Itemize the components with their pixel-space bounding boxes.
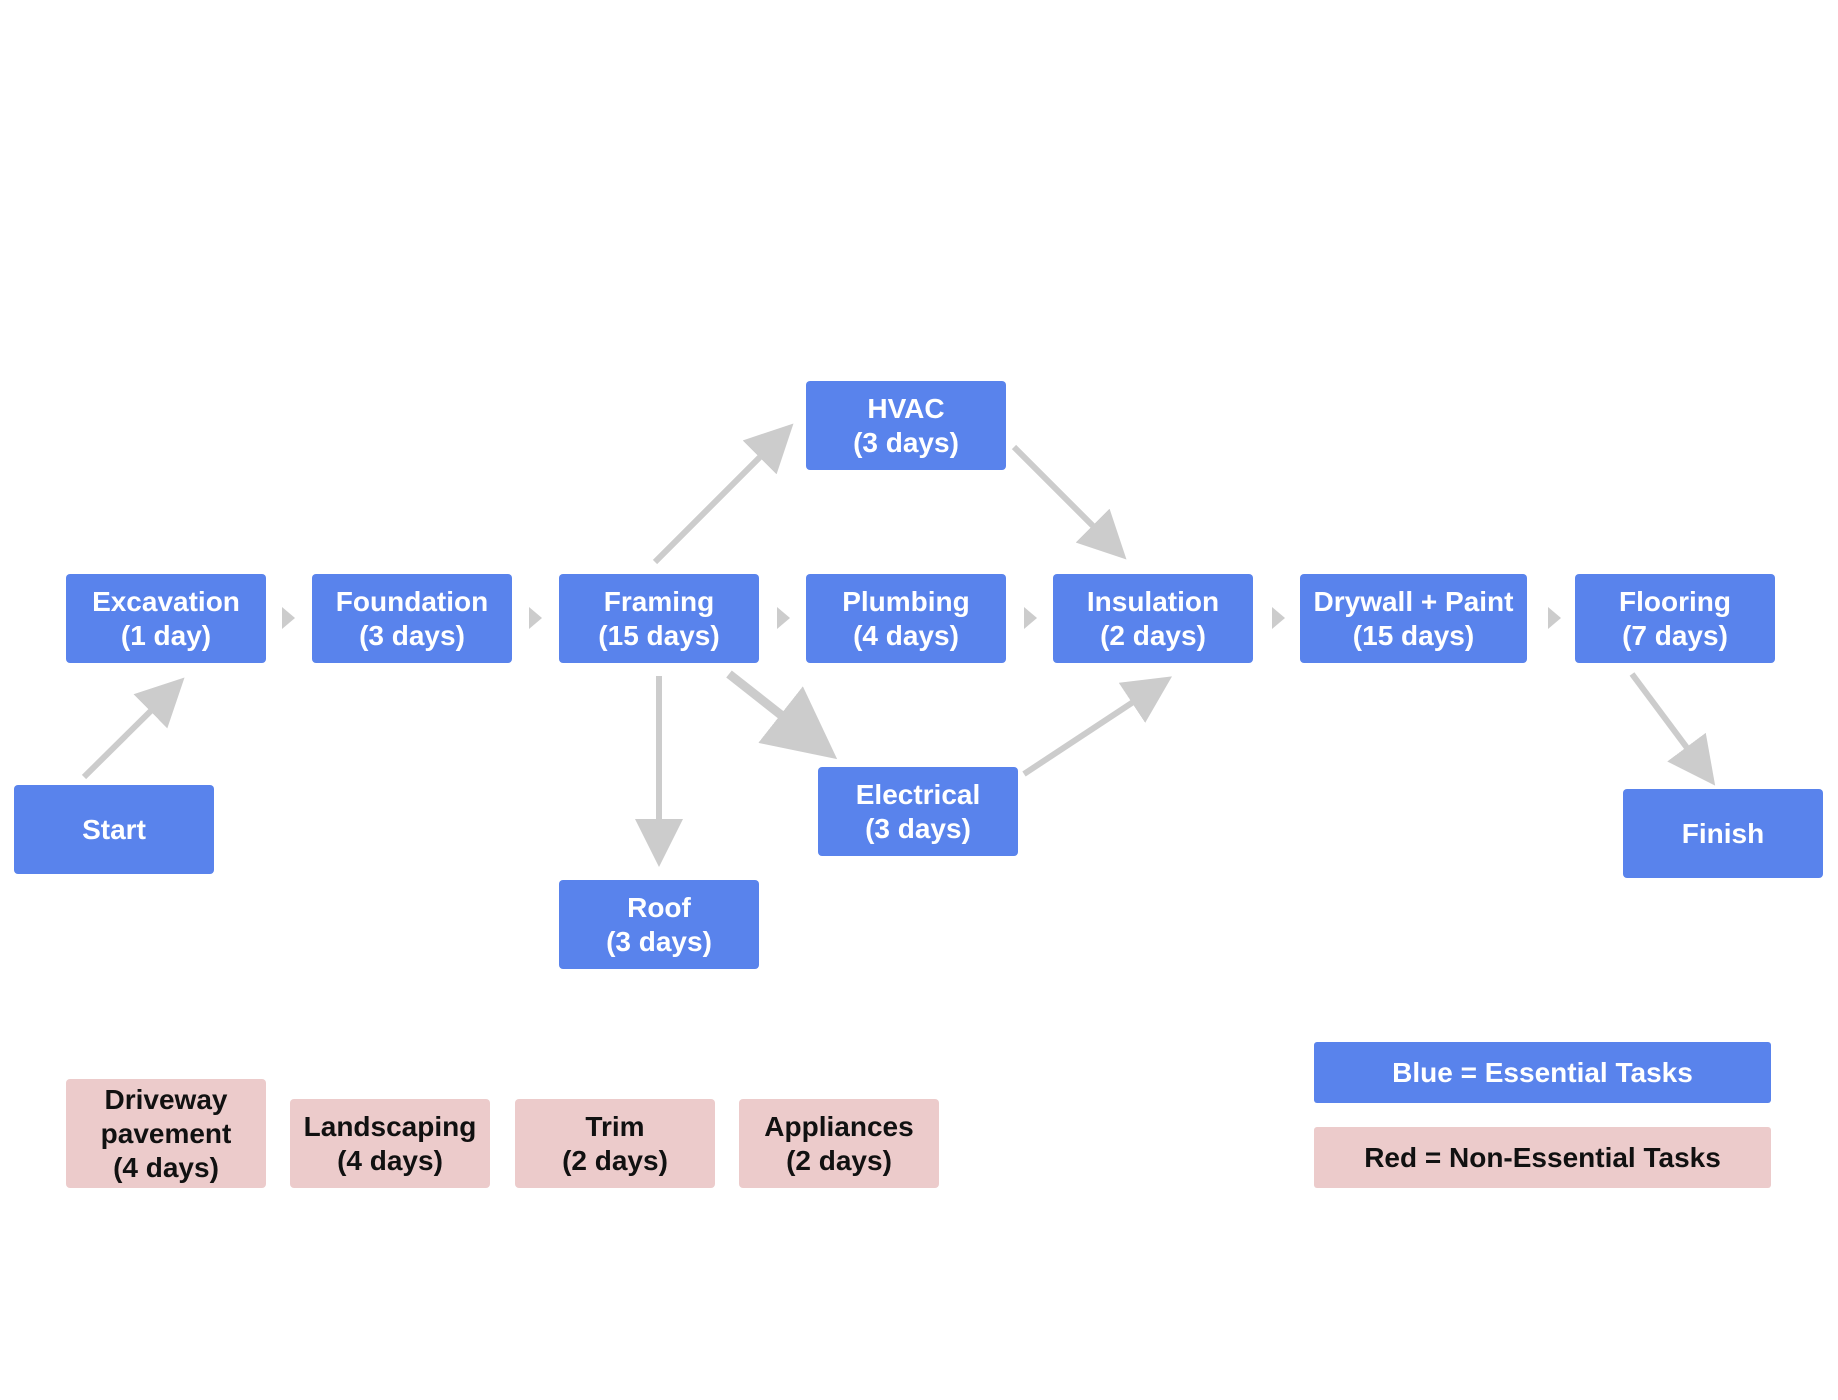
task-roof: Roof (3 days): [559, 880, 759, 969]
task-landscaping-duration: (4 days): [337, 1144, 443, 1176]
task-electrical-name: Electrical: [855, 778, 981, 810]
task-trim: Trim (2 days): [515, 1099, 715, 1188]
arrow-drywall-flooring: [1548, 607, 1561, 629]
task-hvac: HVAC (3 days): [806, 381, 1006, 470]
task-framing-name: Framing: [603, 585, 715, 617]
task-driveway-line1: Driveway: [104, 1083, 228, 1115]
task-insulation: Insulation (2 days): [1053, 574, 1253, 663]
task-foundation: Foundation (3 days): [312, 574, 512, 663]
task-plumbing-duration: (4 days): [853, 619, 959, 651]
task-trim-duration: (2 days): [562, 1144, 668, 1176]
task-drywall-paint: Drywall + Paint (15 days): [1300, 574, 1527, 663]
task-insulation-duration: (2 days): [1100, 619, 1206, 651]
arrow-start-excavation: [81, 677, 185, 780]
task-appliances-name: Appliances: [764, 1110, 914, 1142]
legend-essential-label: Blue = Essential Tasks: [1392, 1056, 1693, 1088]
task-foundation-name: Foundation: [335, 585, 489, 617]
task-landscaping-name: Landscaping: [303, 1110, 477, 1142]
task-roof-name: Roof: [627, 891, 691, 923]
task-roof-duration: (3 days): [606, 925, 712, 957]
task-excavation-duration: (1 day): [120, 619, 212, 651]
task-drywall-paint-name: Drywall + Paint: [1313, 585, 1514, 617]
arrow-excavation-foundation: [282, 607, 295, 629]
task-flooring-name: Flooring: [1619, 585, 1731, 617]
arrow-insulation-drywall: [1272, 607, 1285, 629]
task-foundation-duration: (3 days): [359, 619, 465, 651]
legend-non-essential: Red = Non-Essential Tasks: [1314, 1127, 1771, 1188]
legend-essential: Blue = Essential Tasks: [1314, 1042, 1771, 1103]
task-plumbing-name: Plumbing: [842, 585, 970, 617]
arrow-hvac-insulation: [1011, 444, 1127, 560]
node-start-label: Start: [82, 813, 146, 845]
task-flooring-duration: (7 days): [1622, 619, 1728, 651]
task-electrical-duration: (3 days): [865, 812, 971, 844]
arrow-framing-plumbing: [777, 607, 790, 629]
task-appliances-duration: (2 days): [786, 1144, 892, 1176]
task-framing-duration: (15 days): [598, 619, 720, 651]
task-framing: Framing (15 days): [559, 574, 759, 663]
node-start: Start: [14, 785, 214, 874]
task-drywall-paint-duration: (15 days): [1352, 619, 1475, 651]
task-driveway-line2: pavement: [100, 1117, 232, 1149]
legend-non-essential-label: Red = Non-Essential Tasks: [1364, 1141, 1721, 1173]
arrow-flooring-finish: [1629, 672, 1716, 786]
arrow-plumbing-insulation: [1024, 607, 1037, 629]
arrow-framing-electrical: [726, 670, 838, 760]
task-trim-name: Trim: [585, 1110, 645, 1142]
task-excavation-name: Excavation: [92, 585, 240, 617]
task-insulation-name: Insulation: [1086, 585, 1220, 617]
task-driveway-pavement: Driveway pavement (4 days): [66, 1079, 266, 1188]
arrow-foundation-framing: [529, 607, 542, 629]
node-finish: Finish: [1623, 789, 1823, 878]
task-hvac-duration: (3 days): [853, 426, 959, 458]
task-plumbing: Plumbing (4 days): [806, 574, 1006, 663]
task-excavation: Excavation (1 day): [66, 574, 266, 663]
task-electrical: Electrical (3 days): [818, 767, 1018, 856]
task-driveway-duration: (4 days): [113, 1151, 219, 1183]
task-hvac-name: HVAC: [867, 392, 945, 424]
node-finish-label: Finish: [1681, 817, 1765, 849]
arrow-electrical-insulation: [1022, 676, 1173, 777]
arrow-framing-hvac: [652, 423, 794, 565]
task-appliances: Appliances (2 days): [739, 1099, 939, 1188]
task-landscaping: Landscaping (4 days): [290, 1099, 490, 1188]
task-flooring: Flooring (7 days): [1575, 574, 1775, 663]
